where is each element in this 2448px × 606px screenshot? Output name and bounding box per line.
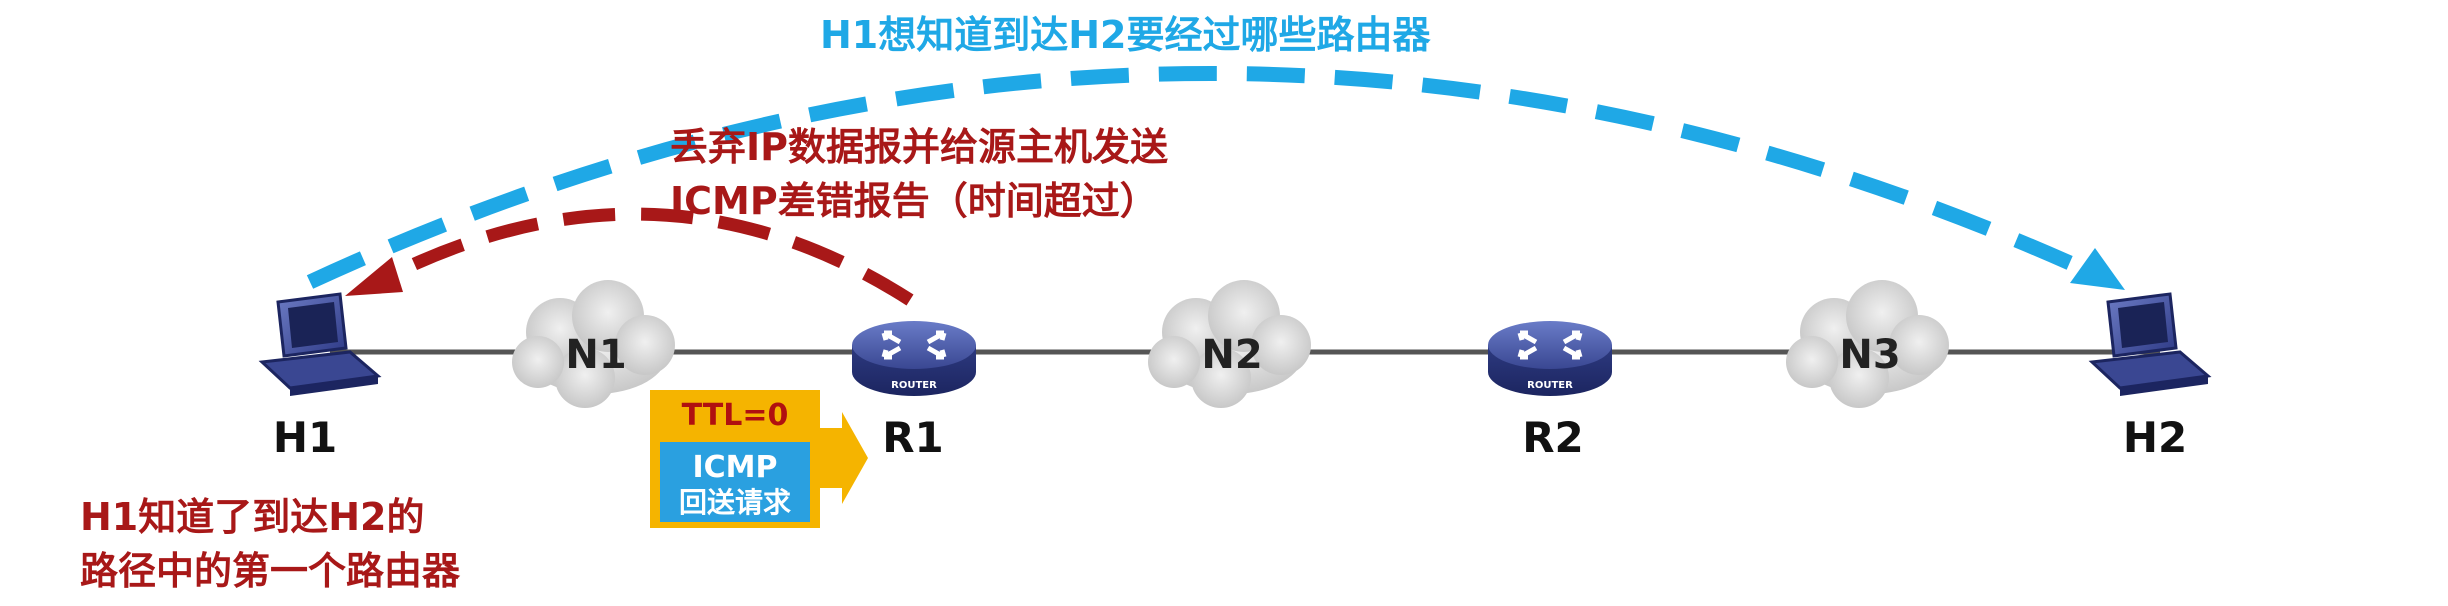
probe-arrowhead	[2070, 248, 2125, 290]
icmp-packet: TTL=0 ICMP 回送请求	[650, 390, 868, 528]
cloud-label-n1: N1	[565, 332, 626, 378]
svg-text:ROUTER: ROUTER	[1527, 380, 1573, 391]
packet-type-line1: ICMP	[692, 450, 777, 485]
host-label-h1: H1	[273, 413, 337, 462]
conclusion-line2: 路径中的第一个路由器	[80, 549, 461, 593]
network-cloud-n1	[512, 280, 675, 408]
packet-type-line2: 回送请求	[679, 486, 791, 519]
packet-direction-arrow	[818, 412, 868, 504]
discard-annotation-line1: 丢弃IP数据报并给源主机发送	[670, 125, 1168, 169]
conclusion-line1: H1知道了到达H2的	[80, 495, 425, 539]
cloud-label-n3: N3	[1839, 332, 1900, 378]
host-h1-computer-icon	[258, 292, 382, 396]
network-cloud-n3	[1786, 280, 1949, 408]
host-label-h2: H2	[2123, 413, 2187, 462]
router-r2-icon: ROUTER	[1488, 321, 1612, 396]
error-arrowhead	[345, 257, 403, 296]
svg-text:ROUTER: ROUTER	[891, 380, 937, 391]
probe-goal-annotation: H1想知道到达H2要经过哪些路由器	[820, 13, 1431, 57]
discard-annotation-line2: ICMP差错报告（时间超过）	[670, 179, 1158, 223]
probe-path-arrow	[306, 66, 2094, 289]
network-cloud-n2	[1148, 280, 1311, 408]
cloud-label-n2: N2	[1201, 332, 1262, 378]
packet-ttl-label: TTL=0	[682, 398, 789, 433]
error-report-arrow	[382, 207, 914, 306]
router-r1-icon: ROUTER	[852, 321, 976, 396]
router-label-r1: R1	[882, 413, 944, 462]
packet-ttl-header	[650, 390, 820, 436]
host-h2-computer-icon	[2088, 292, 2212, 396]
router-label-r2: R2	[1522, 413, 1584, 462]
